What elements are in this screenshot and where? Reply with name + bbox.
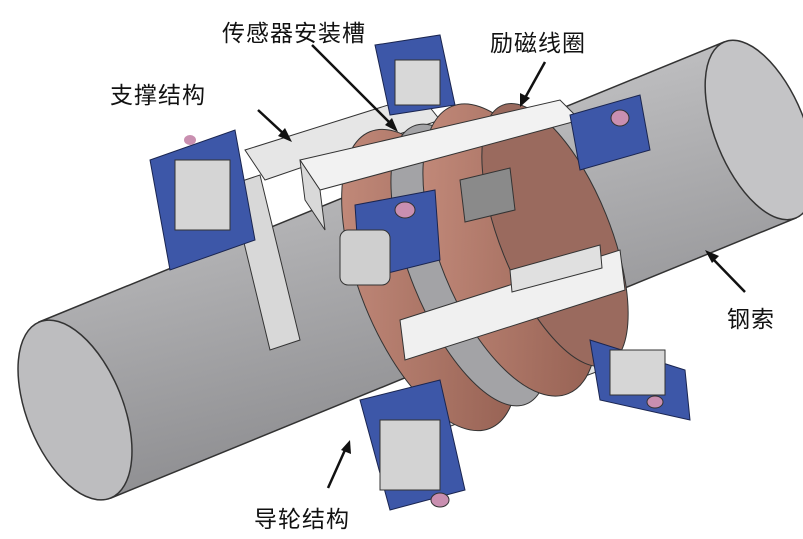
wheel-arrow [326,449,347,489]
label-steel-cable: 钢索 [727,307,775,333]
coil-arrow [523,61,547,99]
sensor-slot-arrow [311,44,393,126]
label-arrows [257,44,746,489]
label-sensor-slot: 传感器安装槽 [222,21,366,47]
label-excitation-coil: 励磁线圈 [490,31,586,57]
guide-wheel-structure [149,34,691,511]
label-guide-wheel: 导轮结构 [254,507,350,533]
cable-arrow [711,257,746,293]
label-support-structure: 支撑结构 [110,83,206,109]
sensor-slot [299,99,626,361]
support-arrow [257,109,286,136]
